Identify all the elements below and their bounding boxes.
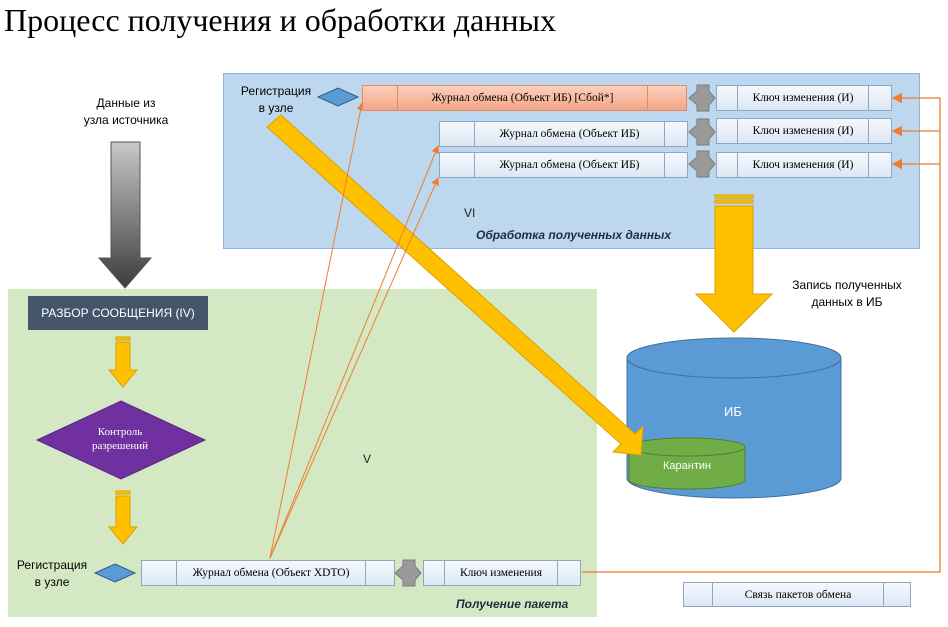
key-record: Ключ изменения (И): [716, 152, 892, 178]
journal-record: Журнал обмена (Объект ИБ): [439, 152, 688, 178]
journal-link-lines: [269, 102, 440, 559]
source-data-arrow: [97, 141, 153, 289]
processing-zone-caption: Обработка полученных данных: [476, 228, 672, 242]
registration-diamond-top: [316, 87, 360, 107]
packet-link-label: Связь пакетов обмена: [744, 588, 852, 601]
journal-record-fail: Журнал обмена (Объект ИБ) [Сбой*]: [362, 85, 687, 111]
receiving-zone-caption: Получение пакета: [456, 597, 569, 611]
gold-arrow-parse-to-check: [107, 336, 139, 388]
journal-record-label: Журнал обмена (Объект ИБ): [499, 159, 640, 171]
receiving-key-record: Ключ изменения: [423, 560, 581, 586]
permission-check-diamond: [35, 400, 207, 480]
key-record-label: Ключ изменения (И): [752, 125, 854, 137]
journal-record: Журнал обмена (Объект ИБ): [439, 121, 688, 147]
database-label: ИБ: [724, 404, 742, 419]
source-data-label: Данные из узла источника: [83, 96, 169, 127]
gold-arrow-check-to-register: [107, 490, 139, 545]
permission-check-label: Контроль разрешений: [91, 426, 149, 452]
receiving-key-label: Ключ изменения: [460, 567, 542, 579]
journal-record-label: Журнал обмена (Объект ИБ) [Сбой*]: [431, 92, 614, 104]
page-title: Процесс получения и обработки данных: [4, 2, 556, 38]
key-record: Ключ изменения (И): [716, 118, 892, 144]
quarantine-cylinder: [628, 437, 746, 490]
write-data-arrow: [694, 194, 774, 333]
quarantine-arrow: [266, 114, 644, 456]
journal-record-label: Журнал обмена (Объект ИБ): [499, 128, 640, 140]
registration-diamond-bottom: [93, 563, 137, 583]
xdto-journal-record: Журнал обмена (Объект XDTO): [141, 560, 395, 586]
key-link-lines: [582, 92, 941, 573]
registration-label-bottom: Регистрация в узле: [16, 558, 88, 589]
registration-label-top: Регистрация в узле: [240, 84, 312, 115]
receiving-zone-roman: V: [363, 452, 372, 466]
key-record-label: Ключ изменения (И): [752, 92, 854, 104]
key-record: Ключ изменения (И): [716, 85, 892, 111]
write-data-label: Запись полученных данных в ИБ: [792, 278, 902, 309]
packet-link-record: Связь пакетов обмена: [683, 582, 911, 607]
quarantine-label: Карантин: [663, 460, 712, 472]
parse-message-step: РАЗБОР СООБЩЕНИЯ (IV): [28, 296, 208, 330]
key-record-label: Ключ изменения (И): [752, 159, 854, 171]
journal-key-connectors: [394, 84, 716, 587]
processing-zone-roman: VI: [464, 206, 476, 220]
xdto-journal-label: Журнал обмена (Объект XDTO): [192, 567, 350, 579]
